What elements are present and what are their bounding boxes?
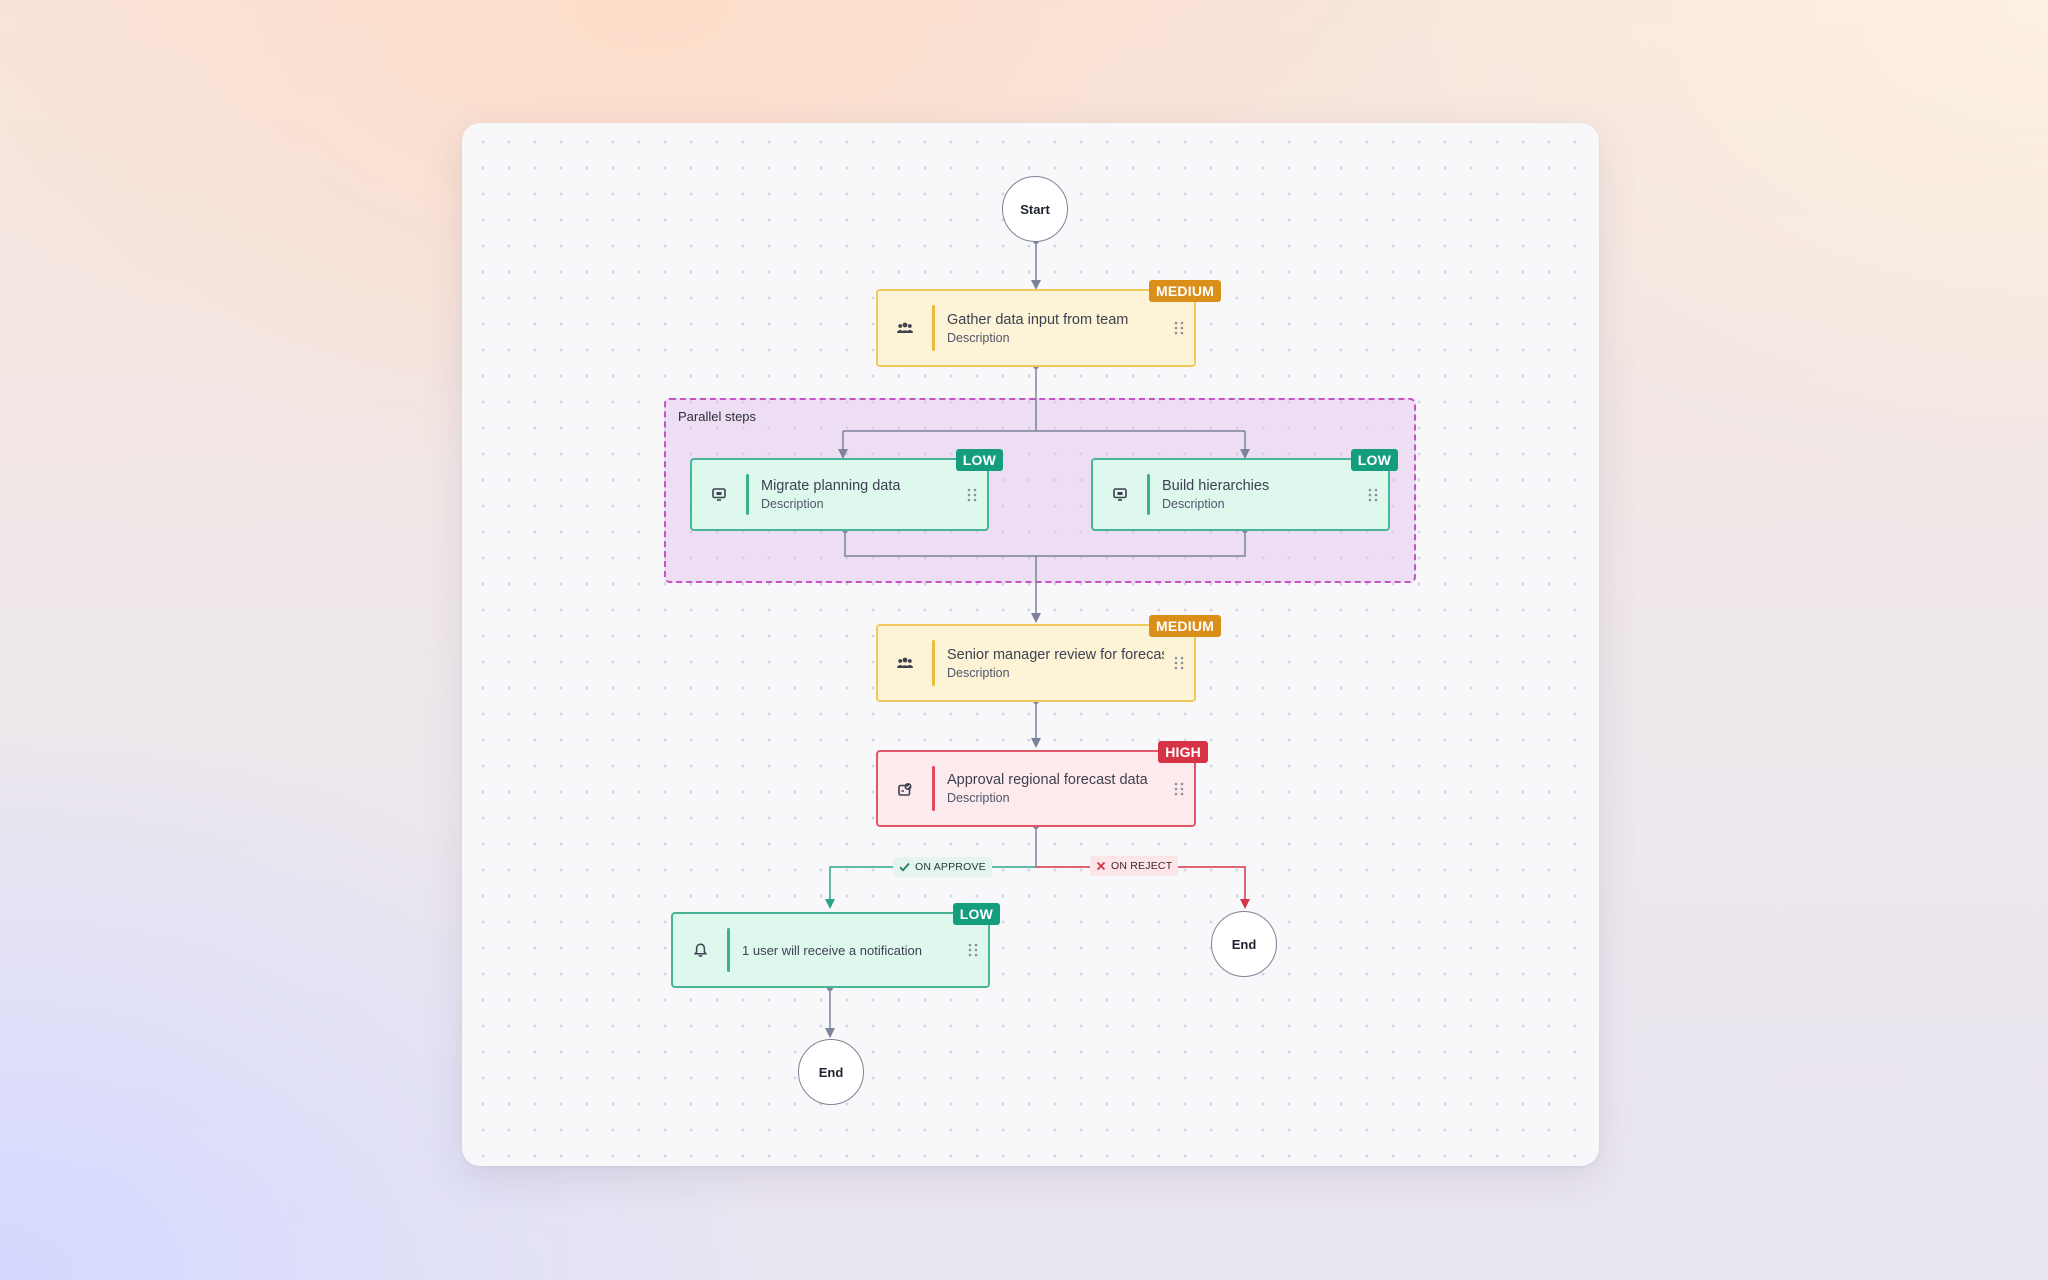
drag-handle-icon[interactable] bbox=[1358, 488, 1388, 502]
screen-share-icon bbox=[692, 488, 746, 501]
screen-share-icon bbox=[1093, 488, 1147, 501]
priority-badge: MEDIUM bbox=[1149, 615, 1221, 637]
bell-icon bbox=[673, 943, 727, 957]
drag-handle-icon[interactable] bbox=[1164, 782, 1194, 796]
approval-icon bbox=[878, 782, 932, 796]
node-title: Migrate planning data bbox=[761, 478, 901, 494]
reject-label-text: ON REJECT bbox=[1111, 860, 1173, 872]
node-divider bbox=[746, 474, 749, 515]
node-user-notification[interactable]: 1 user will receive a notification LOW bbox=[671, 903, 1000, 988]
on-reject-label: ON REJECT bbox=[1090, 856, 1179, 876]
users-icon bbox=[878, 657, 932, 669]
on-approve-label: ON APPROVE bbox=[893, 857, 992, 877]
start-node[interactable]: Start bbox=[1002, 176, 1068, 242]
end-node-reject[interactable]: End bbox=[1211, 911, 1277, 977]
node-description: Description bbox=[947, 330, 1010, 345]
node-divider bbox=[932, 640, 935, 686]
node-divider bbox=[932, 305, 935, 351]
node-title: Approval regional forecast data bbox=[947, 772, 1148, 788]
approve-label-text: ON APPROVE bbox=[915, 861, 986, 873]
drag-handle-icon[interactable] bbox=[1164, 321, 1194, 335]
priority-badge: LOW bbox=[955, 449, 1003, 471]
node-title: Senior manager review for forecast bbox=[947, 646, 1164, 663]
node-migrate-planning-data[interactable]: Migrate planning data Description LOW bbox=[690, 449, 1003, 531]
node-description: Description bbox=[947, 665, 1010, 680]
node-divider bbox=[1147, 474, 1150, 515]
drag-handle-icon[interactable] bbox=[1164, 656, 1194, 670]
priority-badge: HIGH bbox=[1158, 741, 1208, 763]
node-description: Description bbox=[947, 791, 1010, 805]
check-icon bbox=[899, 862, 910, 872]
edge-gather-split bbox=[843, 366, 1245, 432]
priority-badge: LOW bbox=[1350, 449, 1398, 471]
drag-handle-icon[interactable] bbox=[957, 488, 987, 502]
priority-badge: MEDIUM bbox=[1149, 280, 1221, 302]
node-title: Gather data input from team bbox=[947, 311, 1129, 328]
end-label: End bbox=[818, 1064, 844, 1080]
node-divider bbox=[727, 928, 730, 972]
node-divider bbox=[932, 766, 935, 811]
node-description: Description bbox=[761, 497, 824, 511]
close-icon bbox=[1096, 861, 1106, 871]
node-gather-data[interactable]: Gather data input from team Description … bbox=[876, 280, 1221, 367]
users-icon bbox=[878, 322, 932, 334]
node-senior-manager-review[interactable]: Senior manager review for forecast Descr… bbox=[876, 615, 1221, 702]
group-label: Parallel steps bbox=[678, 409, 757, 424]
node-approval-regional-forecast[interactable]: Approval regional forecast data Descript… bbox=[876, 741, 1208, 827]
node-description: Description bbox=[1162, 497, 1225, 511]
node-title: Build hierarchies bbox=[1162, 478, 1270, 494]
drag-handle-icon[interactable] bbox=[958, 943, 988, 957]
edge-merge bbox=[844, 530, 1246, 620]
priority-badge: LOW bbox=[952, 903, 1000, 925]
node-title: 1 user will receive a notification bbox=[742, 942, 922, 958]
end-label: End bbox=[1231, 936, 1257, 952]
end-node-approve[interactable]: End bbox=[798, 1039, 864, 1105]
start-label: Start bbox=[1020, 201, 1050, 217]
node-build-hierarchies[interactable]: Build hierarchies Description LOW bbox=[1091, 449, 1398, 531]
